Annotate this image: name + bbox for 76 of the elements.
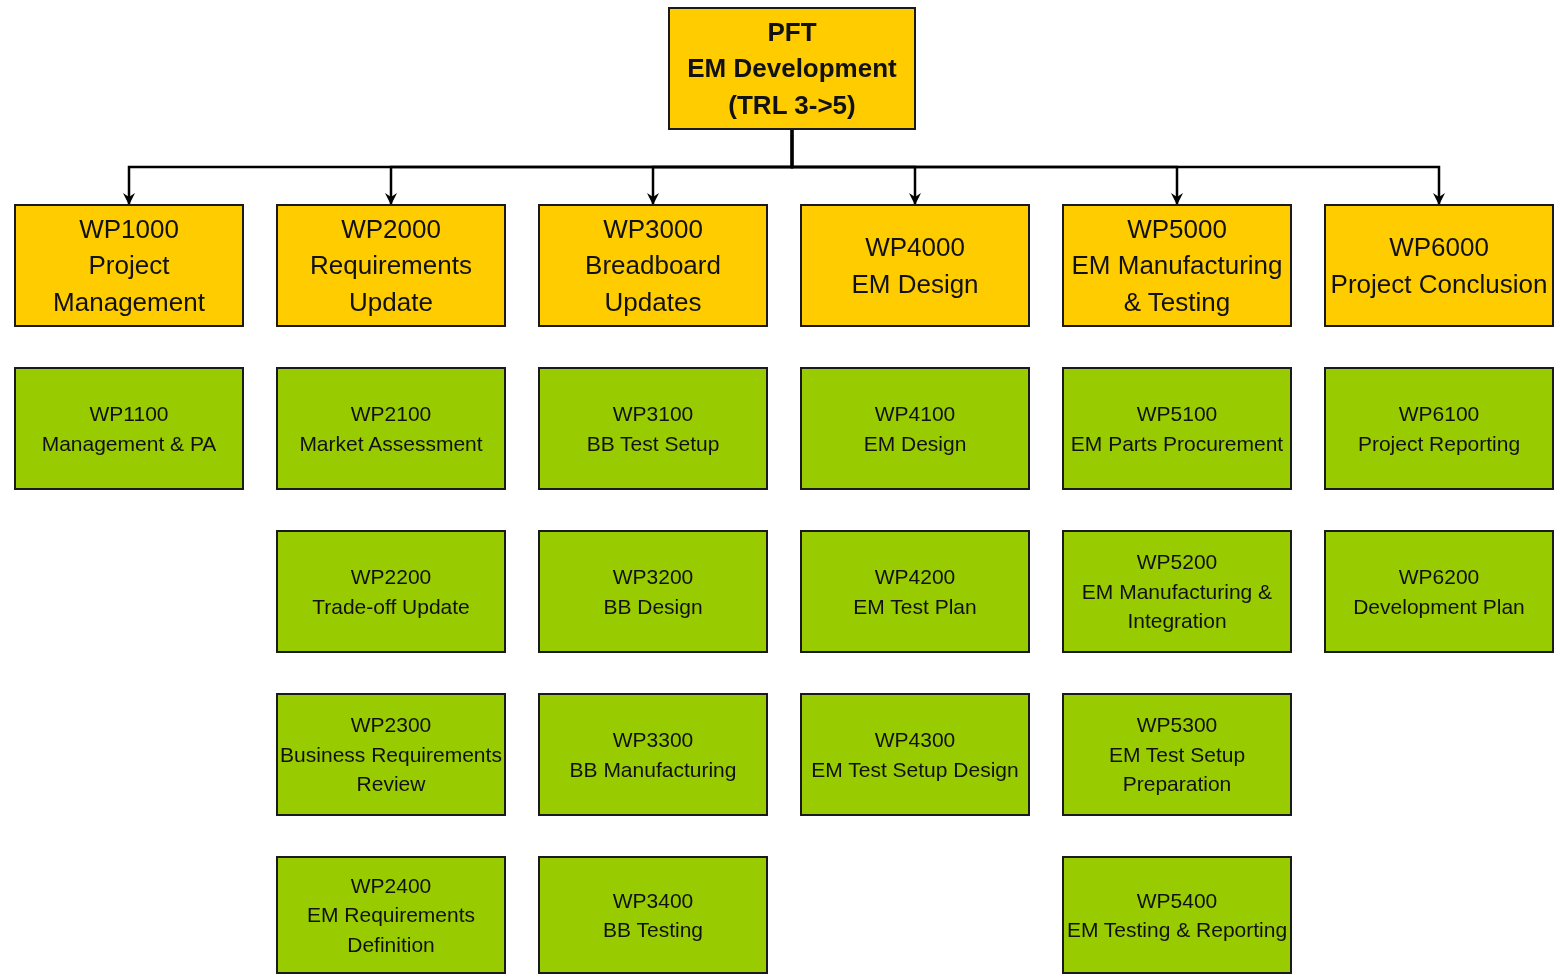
box-code: WP4200 [874,564,956,591]
box-code: WP3300 [612,727,694,754]
box-title: Project Conclusion [1330,267,1548,301]
box-title: Business Requirements Review [280,741,502,798]
task-box [276,856,506,974]
box-title: Requirements Update [309,249,473,319]
box-title: EM Requirements Definition [305,902,477,958]
box-title: Project Management [52,249,206,319]
box-title: Market Assessment [299,430,483,457]
box-code: WP6100 [1398,401,1480,428]
box-code: WP4300 [874,727,956,754]
box-title: Development Plan [1353,593,1525,620]
box-title: EM Testing & Reporting [1066,917,1288,943]
connector-arrow [790,130,1445,205]
task-box [1062,856,1292,974]
task-box [1324,367,1554,490]
box-title: EM Parts Procurement [1070,430,1284,457]
box-code: WP5100 [1136,401,1218,428]
work-package-box [14,204,244,327]
box-title: BB Design [603,593,703,620]
box-code: WP1100 [89,401,169,428]
box-code: WP2300 [350,712,432,739]
box-title: EM Development (TRL 3->5) [686,52,898,122]
box-title: EM Manufacturing & Integration [1080,578,1274,635]
box-code: WP3400 [612,887,694,914]
task-box [276,693,506,816]
box-code: WP2000 [341,212,441,246]
box-code: WP2100 [350,401,432,428]
work-package-box [800,204,1030,327]
task-box [538,530,768,653]
box-code: WP2200 [350,564,432,591]
box-code: WP4100 [874,401,956,428]
task-box [800,367,1030,490]
box-code: WP5000 [1127,212,1227,246]
box-title: Trade-off Update [312,593,470,620]
work-package-box [276,204,506,327]
box-title: EM Test Setup Design [811,756,1019,783]
task-box [276,530,506,653]
box-code: WP5300 [1136,712,1218,739]
box-title: Project Reporting [1357,430,1521,457]
task-box [800,530,1030,653]
task-box [1062,367,1292,490]
box-title: BB Test Setup [586,430,720,457]
task-box [1062,693,1292,816]
box-title: EM Test Plan [853,593,977,620]
box-code: WP6000 [1389,231,1489,265]
box-title: EM Design [851,267,979,301]
work-package-box [668,7,916,130]
task-box [538,856,768,974]
box-code: WP3200 [612,564,694,591]
box-title: EM Design [863,430,967,457]
box-code: WP5200 [1136,549,1218,576]
task-box [276,367,506,490]
work-package-box [1062,204,1292,327]
box-title: EM Test Setup Preparation [1107,741,1247,798]
box-code: PFT [767,15,817,49]
task-box [14,367,244,490]
box-title: EM Manufacturing & Testing [1070,249,1284,319]
box-title: BB Manufacturing [569,756,737,783]
box-code: WP1000 [79,212,179,246]
box-title: Management & PA [41,430,217,457]
box-title: BB Testing [603,917,703,943]
work-package-box [538,204,768,327]
task-box [1062,530,1292,653]
box-title: Breadboard Updates [584,249,722,319]
box-code: WP6200 [1398,564,1480,591]
box-code: WP4000 [865,231,965,265]
work-package-box [1324,204,1554,327]
task-box [538,367,768,490]
box-code: WP5400 [1136,887,1218,914]
task-box [800,693,1030,816]
task-box [538,693,768,816]
box-code: WP2400 [350,872,432,899]
box-code: WP3100 [612,401,694,428]
task-box [1324,530,1554,653]
box-code: WP3000 [603,212,703,246]
